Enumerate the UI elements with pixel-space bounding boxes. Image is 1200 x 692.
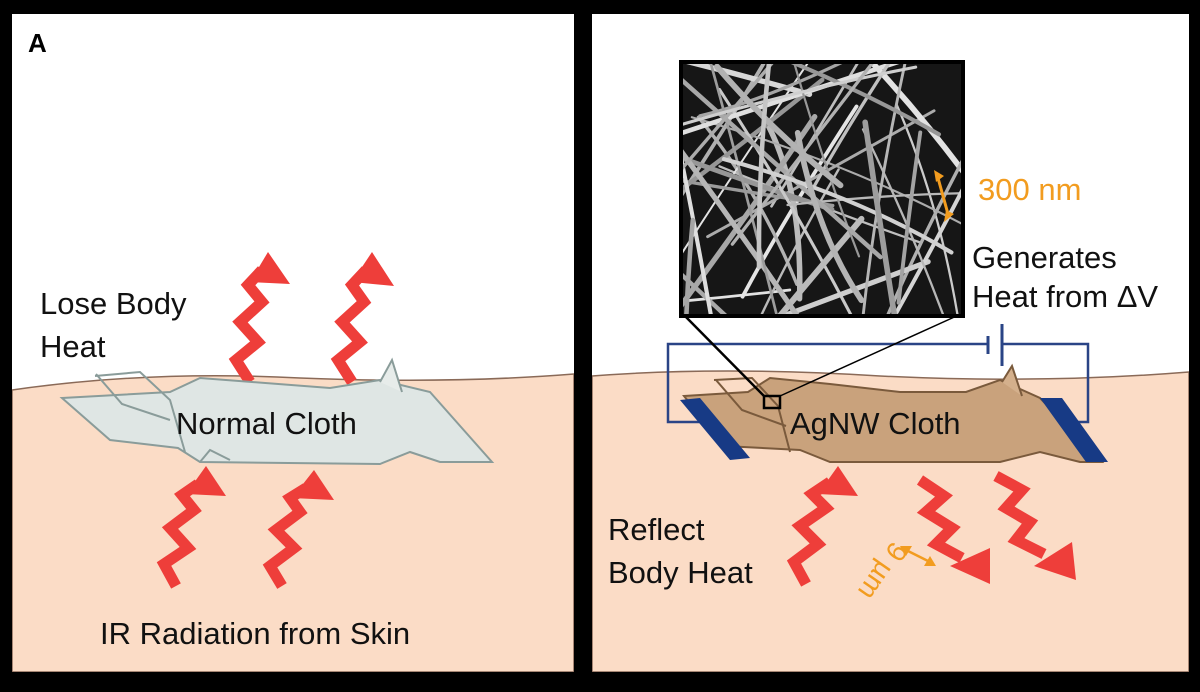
cloth-fold (379, 357, 403, 393)
arrowhead-icon (950, 548, 990, 584)
zigzag-arrow-icon (330, 266, 372, 385)
zigzag-arrow-icon (228, 266, 270, 385)
right-panel: 9 µm 300 nm Generates Heat from ΔV AgNW … (592, 14, 1189, 672)
double-arrow-icon (934, 170, 944, 182)
nanowire (861, 128, 945, 314)
panel-letter: A (28, 28, 47, 58)
nanowire (862, 119, 898, 314)
right-panel-frame (588, 10, 1193, 676)
ir-arrow-2 (262, 470, 334, 589)
arrowhead-icon (818, 466, 858, 496)
sem-inset (679, 60, 965, 318)
ir-arrow-1 (156, 466, 226, 589)
nanowire (770, 64, 859, 208)
nanowire (709, 64, 778, 314)
zigzag-arrow-icon (993, 471, 1047, 559)
label-generates-line2: Heat from ΔV (972, 279, 1158, 314)
zigzag-arrow-icon (786, 477, 835, 587)
zoom-line-left (682, 313, 765, 397)
nanowire (684, 217, 696, 314)
nanowire (781, 259, 931, 314)
nanowire (683, 273, 727, 314)
left-panel-frame (8, 10, 578, 676)
nanowire (790, 64, 941, 137)
nanowire (869, 64, 961, 174)
double-arrow-icon (905, 548, 931, 564)
normal-cloth (59, 357, 495, 466)
arrowhead-icon (1034, 542, 1076, 580)
agnw-cloth-label: AgNW Cloth (790, 406, 961, 441)
label-ir-radiation: IR Radiation from Skin (100, 616, 410, 651)
label-lose-body-heat-line1: Lose Body (40, 286, 187, 321)
label-reflect-line1: Reflect (608, 512, 705, 547)
zigzag-arrow-icon (156, 479, 202, 589)
nanowire (861, 64, 907, 314)
nanowire (721, 157, 954, 255)
arrowhead-icon (250, 252, 290, 284)
nanowire (683, 155, 835, 212)
cloth-fold (94, 370, 186, 453)
nanowire (896, 130, 923, 305)
reflect-arrow-down-1 (916, 475, 990, 584)
cloth-fold (713, 376, 791, 453)
nanowire (683, 149, 800, 314)
cloth-fold (199, 448, 231, 463)
scale-bar-label: 300 nm (978, 172, 1081, 207)
nanowire (683, 64, 774, 170)
arrowhead-icon (186, 466, 226, 496)
cloth-fold (715, 379, 787, 427)
arrowhead-icon (352, 252, 394, 286)
zoom-line-right (779, 313, 962, 397)
label-generates-line1: Generates (972, 240, 1117, 275)
nanowire (686, 64, 813, 97)
cloth-fold (1001, 363, 1023, 397)
nanowire (812, 64, 891, 188)
nanowire (894, 188, 961, 314)
nanowire (777, 215, 865, 314)
nanowire (683, 65, 918, 126)
nanowire-network (683, 64, 961, 314)
agnw-cloth (680, 363, 1108, 463)
zigzag-arrow-icon (262, 483, 309, 589)
nanowire (756, 64, 772, 270)
left-panel: A Lose Body Heat Normal Cloth IR Radiati… (12, 14, 574, 672)
zigzag-arrow-icon (916, 475, 965, 563)
sem-frame (679, 60, 965, 318)
nanowire (714, 64, 844, 189)
nanowire (683, 288, 792, 303)
nanowire (895, 103, 959, 314)
circuit-wire-left (666, 342, 988, 424)
electrode-left (680, 398, 750, 460)
scale-bar-line (936, 177, 950, 215)
heat-arrow-up-1 (228, 252, 290, 385)
nanowire (730, 64, 874, 246)
nanowire (683, 64, 900, 136)
reflect-arrow-down-2 (993, 471, 1076, 580)
label-reflect-line2: Body Heat (608, 555, 753, 590)
arrowhead-icon (924, 556, 936, 566)
heat-arrow-up-2 (330, 252, 394, 385)
double-arrow-icon (944, 210, 954, 222)
normal-cloth-label: Normal Cloth (176, 406, 357, 441)
nanowire (683, 156, 713, 314)
nanowire (717, 88, 853, 314)
electrode-right (1040, 398, 1108, 462)
label-lose-body-heat-line2: Heat (40, 329, 106, 364)
zoom-marker (762, 394, 782, 410)
scale-bar (934, 170, 954, 222)
reflect-arrow-up (786, 466, 858, 587)
arrowhead-icon (292, 470, 334, 500)
nanowire (683, 64, 766, 197)
cloth-fold (95, 373, 171, 421)
arrowhead-icon (900, 546, 912, 556)
nanowire (886, 159, 961, 314)
